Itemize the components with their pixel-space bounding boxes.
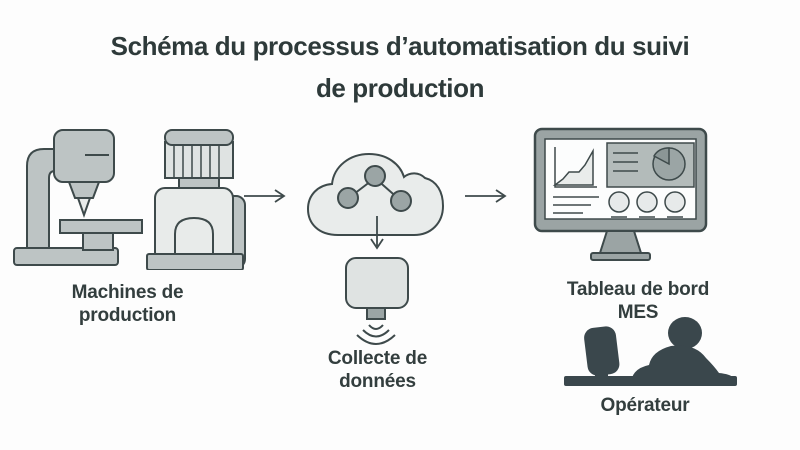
collecte-label: Collecte de données (327, 348, 428, 392)
wireless-sensor-icon (345, 257, 409, 345)
arrow-right-icon (244, 189, 286, 203)
network-node-left (337, 187, 359, 209)
arrow-down-icon (370, 216, 384, 250)
signal-wave-large (356, 334, 396, 345)
area-chart-icon (552, 148, 594, 186)
operateur-label: Opérateur (600, 395, 690, 416)
signal-wave-medium (362, 329, 390, 338)
page-title-line1: Schéma du processus d’automatisation du … (110, 31, 690, 61)
operator-at-desk-icon (564, 317, 737, 386)
milling-machine-icon (13, 129, 143, 266)
network-node-right (390, 190, 412, 212)
status-circle-1 (608, 191, 630, 213)
mes-dashboard-monitor-icon (533, 127, 708, 261)
press-machine-icon (146, 129, 246, 270)
machines-label: Machines de production (71, 282, 184, 326)
signal-wave-small (368, 324, 384, 330)
status-circle-3 (664, 191, 686, 213)
dashboard-label: Tableau de bord MES (566, 279, 710, 323)
cloud-network-icon (306, 152, 445, 236)
status-circle-2 (636, 191, 658, 213)
page-title: Schéma du processus d’automatisation du … (0, 25, 800, 109)
arrow-right-icon (465, 189, 507, 203)
page-title-line2: de production (315, 73, 485, 103)
network-node-top (364, 165, 386, 187)
